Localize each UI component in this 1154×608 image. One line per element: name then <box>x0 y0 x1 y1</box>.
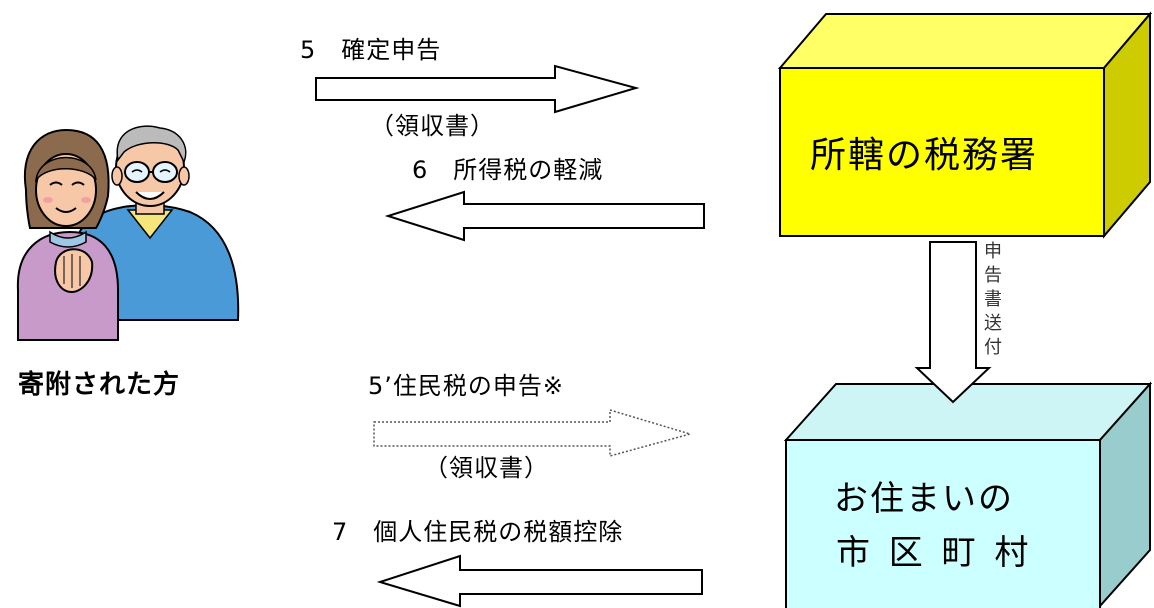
municipality-label-line1: お住まいの <box>834 479 1014 519</box>
transfer-char: 付 <box>984 337 1002 358</box>
tax-office-label: 所轄の税務署 <box>810 135 1039 176</box>
arrow-step5 <box>315 64 640 114</box>
step5b-label: 5’住民税の申告※ <box>368 372 565 400</box>
step7-label: 7 個人住民税の税額控除 <box>332 518 624 546</box>
couple-illustration <box>16 125 240 341</box>
tax-office-box <box>777 11 1153 239</box>
woman-figure <box>16 128 119 341</box>
arrow-step6 <box>384 190 705 242</box>
transfer-char: 送 <box>984 313 1002 334</box>
donor-label: 寄附された方 <box>18 370 181 400</box>
step6-label: 6 所得税の軽減 <box>412 156 604 184</box>
transfer-char: 書 <box>984 289 1002 310</box>
transfer-label: 申 告 書 送 付 <box>982 240 1004 360</box>
arrow-step7 <box>376 554 703 608</box>
step5-receipt-label: （領収書） <box>370 112 495 140</box>
transfer-char: 申 <box>984 241 1002 262</box>
arrow-transfer <box>914 241 992 404</box>
municipality-box <box>783 381 1153 608</box>
transfer-char: 告 <box>984 265 1002 286</box>
step5-label: 5 確定申告 <box>300 36 442 64</box>
municipality-label-line2: 市 区 町 村 <box>836 533 1031 573</box>
arrow-step5b <box>373 408 693 457</box>
step5b-receipt-label: （領収書） <box>424 454 549 482</box>
